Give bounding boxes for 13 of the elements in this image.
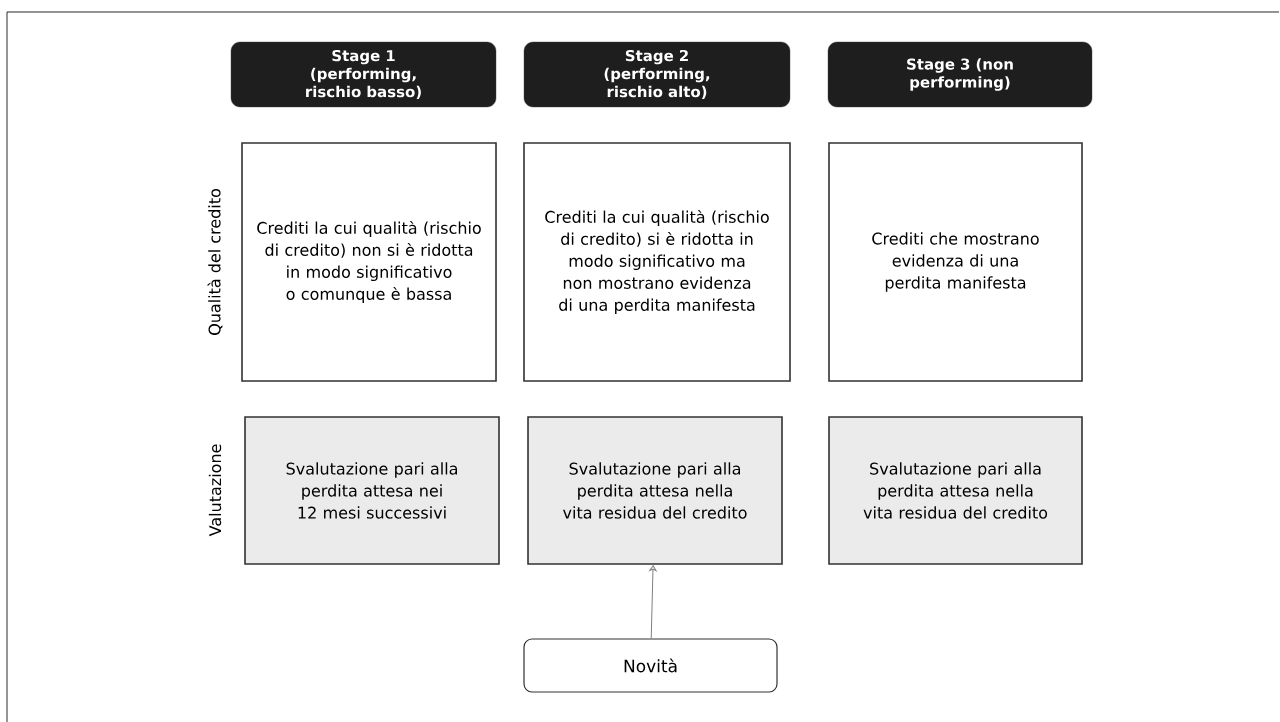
description-box: Crediti che mostrano evidenza di una perdita manifesta	[828, 142, 1083, 382]
row-label: Valutazione	[208, 444, 222, 537]
valuation-box: Svalutazione pari alla perdita attesa nella vita residua del credito	[828, 416, 1083, 565]
note-box: Novità	[523, 638, 778, 693]
description-box: Crediti la cui qualità (rischio di credito) si è ridotta in modo significativo ma non mostrano evidenza di una perdita manifesta	[523, 142, 791, 382]
description-box: Crediti la cui qualità (rischio di credito) non si è ridotta in modo significativo o comunque è bassa	[241, 142, 497, 382]
valuation-box: Svalutazione pari alla perdita attesa nella vita residua del credito	[527, 416, 783, 565]
arrow	[649, 565, 657, 639]
header-box: Stage 1 (performing, rischio basso)	[230, 41, 497, 108]
valuation-box: Svalutazione pari alla perdita attesa nei 12 mesi successivi	[244, 416, 500, 565]
row-label: Qualità del credito	[207, 189, 223, 335]
header-box: Stage 2 (performing, rischio alto)	[523, 41, 791, 108]
header-box: Stage 3 (non performing)	[827, 41, 1093, 108]
